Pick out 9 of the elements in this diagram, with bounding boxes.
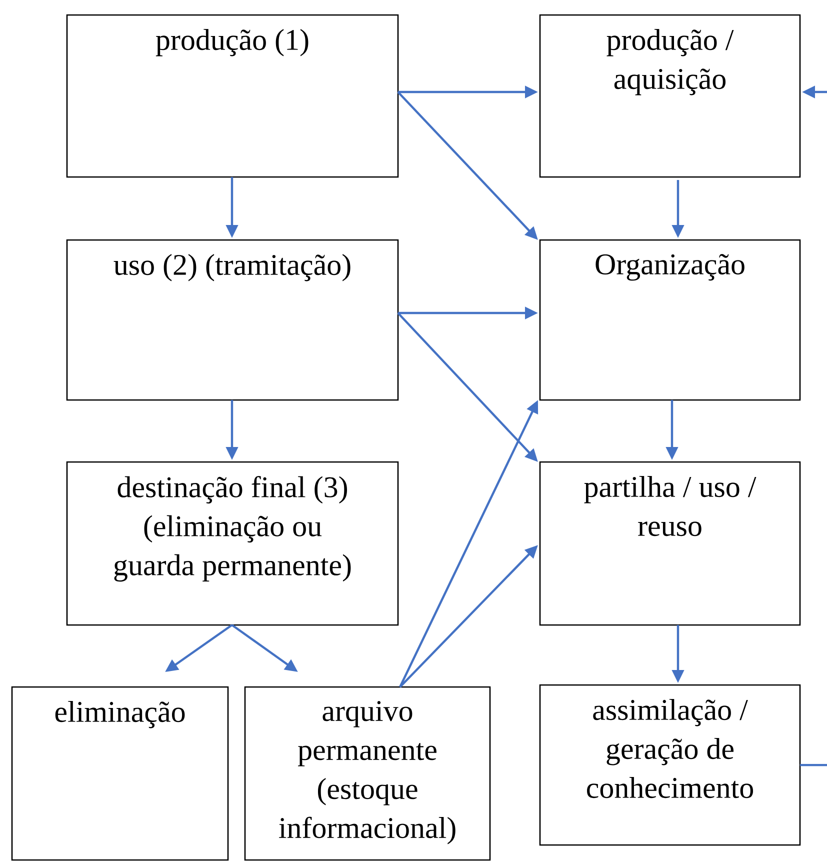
process-box: uso (2) (tramitação) — [66, 239, 399, 401]
process-box: assimilação / geração de conhecimento — [539, 684, 801, 846]
process-box: Organização — [539, 239, 801, 401]
process-box: destinação final (3) (eliminação ou guarda permanente) — [66, 461, 399, 626]
process-box: arquivo permanente (estoque informacional) — [244, 686, 491, 861]
process-box: produção / aquisição — [539, 14, 801, 178]
process-box: partilha / uso / reuso — [539, 461, 801, 626]
process-box: produção (1) — [66, 14, 399, 178]
process-box: eliminação — [11, 686, 229, 861]
